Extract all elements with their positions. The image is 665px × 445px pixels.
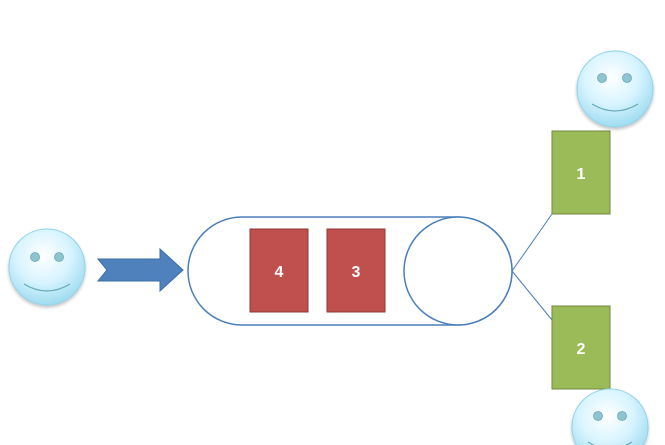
- queue-item-4: 4: [249, 228, 309, 313]
- served-item-2: 2: [551, 305, 611, 390]
- arrival-arrow: [96, 247, 184, 293]
- connector-line-top: [511, 213, 553, 272]
- arriving-customer-icon: [8, 228, 86, 306]
- queue-item-label: 3: [352, 264, 361, 281]
- queue-item-label: 4: [275, 264, 284, 281]
- served-customer-bottom-icon: [571, 388, 649, 445]
- served-item-label: 2: [577, 341, 586, 358]
- served-customer-top-icon: [576, 50, 654, 128]
- queue-cylinder-end: [403, 216, 513, 326]
- served-item-1: 1: [551, 130, 611, 215]
- served-item-label: 1: [577, 166, 586, 183]
- connector-line-bottom: [511, 270, 553, 321]
- queue-item-3: 3: [326, 228, 386, 313]
